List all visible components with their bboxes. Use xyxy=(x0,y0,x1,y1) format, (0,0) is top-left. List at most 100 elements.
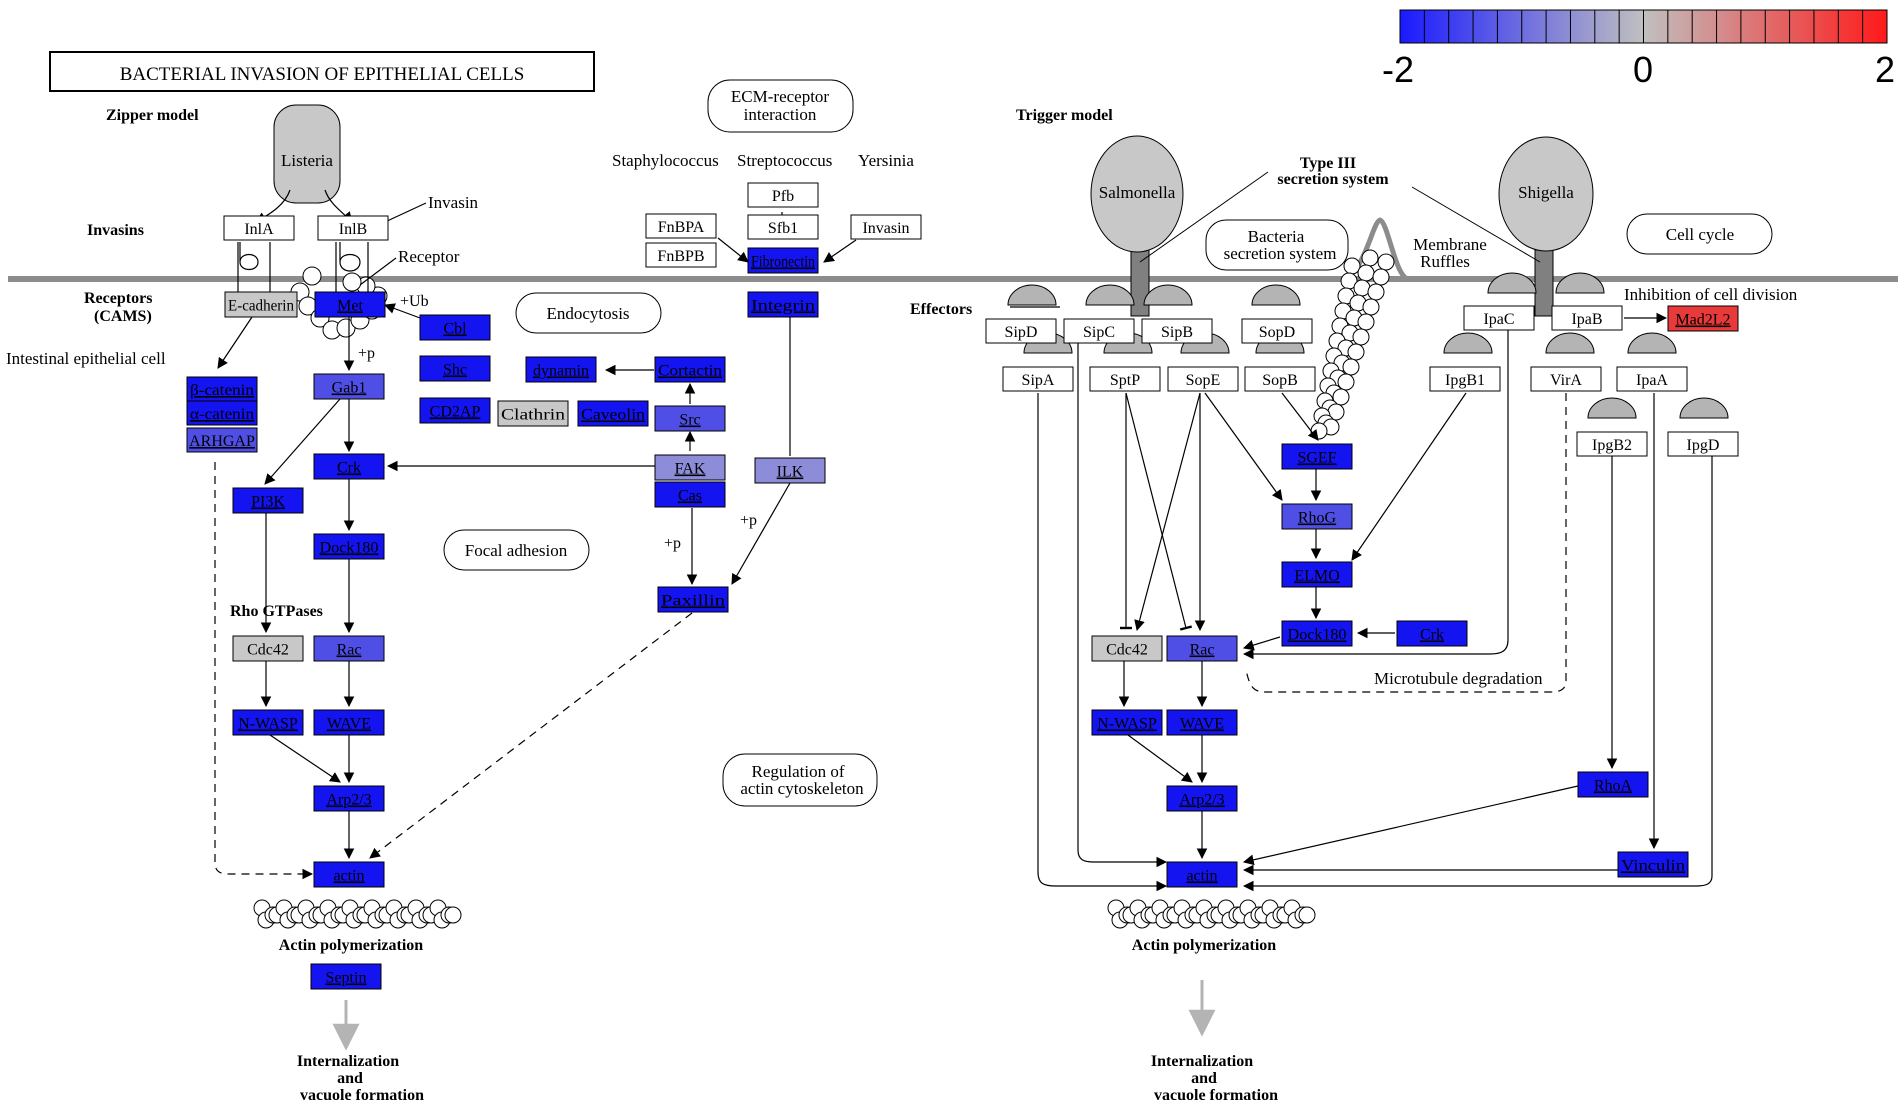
rho-gtpases-label: Rho GTPases xyxy=(230,603,323,620)
node-vira[interactable]: VirA xyxy=(1530,366,1602,392)
node-cdc42-right[interactable]: Cdc42 xyxy=(1091,635,1163,662)
node-ipgd[interactable]: IpgD xyxy=(1667,431,1739,457)
node-label-src: Src xyxy=(679,412,700,429)
node-integrin[interactable]: Integrin xyxy=(747,291,819,318)
node-dock180-left[interactable]: Dock180 xyxy=(313,533,385,560)
node-label-dock180-right: Dock180 xyxy=(1288,627,1347,644)
node-label-cortactin: Cortactin xyxy=(658,363,722,380)
node-crk-left[interactable]: Crk xyxy=(313,453,385,480)
node-sptp[interactable]: SptP xyxy=(1089,366,1161,392)
map-cell-cycle[interactable]: Cell cycle xyxy=(1626,213,1773,255)
node-label-fak: FAK xyxy=(675,461,706,478)
node-ipgb2[interactable]: IpgB2 xyxy=(1576,431,1648,457)
bead xyxy=(1298,906,1316,924)
node-met[interactable]: Met xyxy=(314,291,386,318)
node-cd2ap[interactable]: CD2AP xyxy=(419,397,491,424)
node-ipac[interactable]: IpaC xyxy=(1463,305,1535,331)
node-inla[interactable]: InlA xyxy=(223,215,295,241)
node-vinculin[interactable]: Vinculin xyxy=(1617,851,1689,878)
node-fnbpb[interactable]: FnBPB xyxy=(645,242,717,268)
node-mad2l2[interactable]: Mad2L2 xyxy=(1667,305,1739,332)
node-fnbpa[interactable]: FnBPA xyxy=(645,213,717,239)
node-caveolin[interactable]: Caveolin xyxy=(577,400,649,427)
node-label-pi3k: PI3K xyxy=(251,494,285,511)
node-sipa[interactable]: SipA xyxy=(1002,366,1074,392)
node-nwasp-right[interactable]: N-WASP xyxy=(1091,709,1163,736)
node-crk-right[interactable]: Crk xyxy=(1396,620,1468,647)
map-bacteria-secretion[interactable]: Bacteria secretion system xyxy=(1205,219,1349,271)
map-regulation-actin[interactable]: Regulation of actin cytoskeleton xyxy=(722,753,878,807)
node-label-rhoa: RhoA xyxy=(1594,778,1633,795)
node-sipb[interactable]: SipB xyxy=(1141,318,1213,344)
node-nwasp-left[interactable]: N-WASP xyxy=(232,709,304,736)
node-sfb1[interactable]: Sfb1 xyxy=(747,214,819,240)
node-rhog[interactable]: RhoG xyxy=(1281,503,1353,530)
node-pfb[interactable]: Pfb xyxy=(747,182,819,208)
node-cortactin[interactable]: Cortactin xyxy=(654,356,726,383)
node-label-ipgb1: IpgB1 xyxy=(1445,372,1485,389)
node-src[interactable]: Src xyxy=(654,405,726,432)
node-ipgb1[interactable]: IpgB1 xyxy=(1429,366,1501,392)
node-ilk[interactable]: ILK xyxy=(754,457,826,484)
node-septin[interactable]: Septin xyxy=(310,963,382,990)
node-sgef[interactable]: SGEF xyxy=(1281,443,1353,470)
node-ipaa[interactable]: IpaA xyxy=(1616,366,1688,392)
node-shc[interactable]: Shc xyxy=(419,355,491,382)
map-focal-adhesion[interactable]: Focal adhesion xyxy=(443,529,590,571)
node-wave-right[interactable]: WAVE xyxy=(1166,709,1238,736)
node-cas[interactable]: Cas xyxy=(654,481,726,508)
node-acatenin[interactable]: α-catenin xyxy=(186,400,258,426)
node-cbl[interactable]: Cbl xyxy=(419,314,491,341)
node-pi3k[interactable]: PI3K xyxy=(232,487,304,514)
node-bcatenin[interactable]: β-catenin xyxy=(186,376,258,402)
map-endocytosis[interactable]: Endocytosis xyxy=(515,292,662,334)
bead xyxy=(1347,343,1365,361)
node-paxillin[interactable]: Paxillin xyxy=(657,586,729,613)
node-label-cdc42-right: Cdc42 xyxy=(1106,642,1148,659)
effector-dome xyxy=(1679,397,1729,419)
node-sipc[interactable]: SipC xyxy=(1063,318,1135,344)
node-gab1[interactable]: Gab1 xyxy=(313,373,385,400)
node-fibronectin[interactable]: Fibronectin xyxy=(747,247,819,274)
bead xyxy=(1353,279,1371,297)
node-label-crk-left: Crk xyxy=(337,460,361,477)
node-sope[interactable]: SopE xyxy=(1167,366,1239,392)
node-label-dock180-left: Dock180 xyxy=(320,540,379,557)
node-label-sipa: SipA xyxy=(1022,372,1055,389)
p-label-cas: +p xyxy=(664,535,681,552)
node-label-sope: SopE xyxy=(1186,372,1221,389)
effector-dome xyxy=(1627,332,1677,354)
node-arhgap[interactable]: ARHGAP xyxy=(186,427,258,453)
node-inlb[interactable]: InlB xyxy=(317,215,389,241)
node-ecadherin[interactable]: E-cadherin xyxy=(224,291,298,318)
membrane-ruffles-line1: Membrane xyxy=(1413,235,1487,254)
node-arp23-right[interactable]: Arp2/3 xyxy=(1166,785,1238,812)
node-invasin-y[interactable]: Invasin xyxy=(850,214,922,240)
node-sopb[interactable]: SopB xyxy=(1244,366,1316,392)
node-sipd[interactable]: SipD xyxy=(985,318,1057,344)
node-ipab[interactable]: IpaB xyxy=(1551,305,1623,331)
node-cdc42-left[interactable]: Cdc42 xyxy=(232,635,304,662)
node-sopd[interactable]: SopD xyxy=(1241,318,1313,344)
node-rac-left[interactable]: Rac xyxy=(313,635,385,662)
node-dock180-right[interactable]: Dock180 xyxy=(1281,620,1353,647)
node-label-mad2l2: Mad2L2 xyxy=(1675,312,1730,329)
node-wave-left[interactable]: WAVE xyxy=(313,709,385,736)
node-label-wave-left: WAVE xyxy=(327,716,371,733)
bead xyxy=(342,272,362,292)
node-rac-right[interactable]: Rac xyxy=(1166,635,1238,662)
node-actin-left[interactable]: actin xyxy=(313,861,385,888)
node-label-met: Met xyxy=(337,298,363,315)
node-arp23-left[interactable]: Arp2/3 xyxy=(313,785,385,812)
node-elmo[interactable]: ELMO xyxy=(1281,561,1353,588)
node-fak[interactable]: FAK xyxy=(654,454,726,481)
node-actin-right[interactable]: actin xyxy=(1166,861,1238,888)
map-ecm-receptor[interactable]: ECM-receptor interaction xyxy=(707,79,854,133)
node-label-nwasp-right: N-WASP xyxy=(1097,716,1157,733)
node-rhoa[interactable]: RhoA xyxy=(1577,771,1649,798)
node-label-gab1: Gab1 xyxy=(332,380,367,397)
node-clathrin[interactable]: Clathrin xyxy=(497,400,569,427)
bead xyxy=(1372,268,1390,286)
node-dynamin[interactable]: dynamin xyxy=(525,356,597,383)
